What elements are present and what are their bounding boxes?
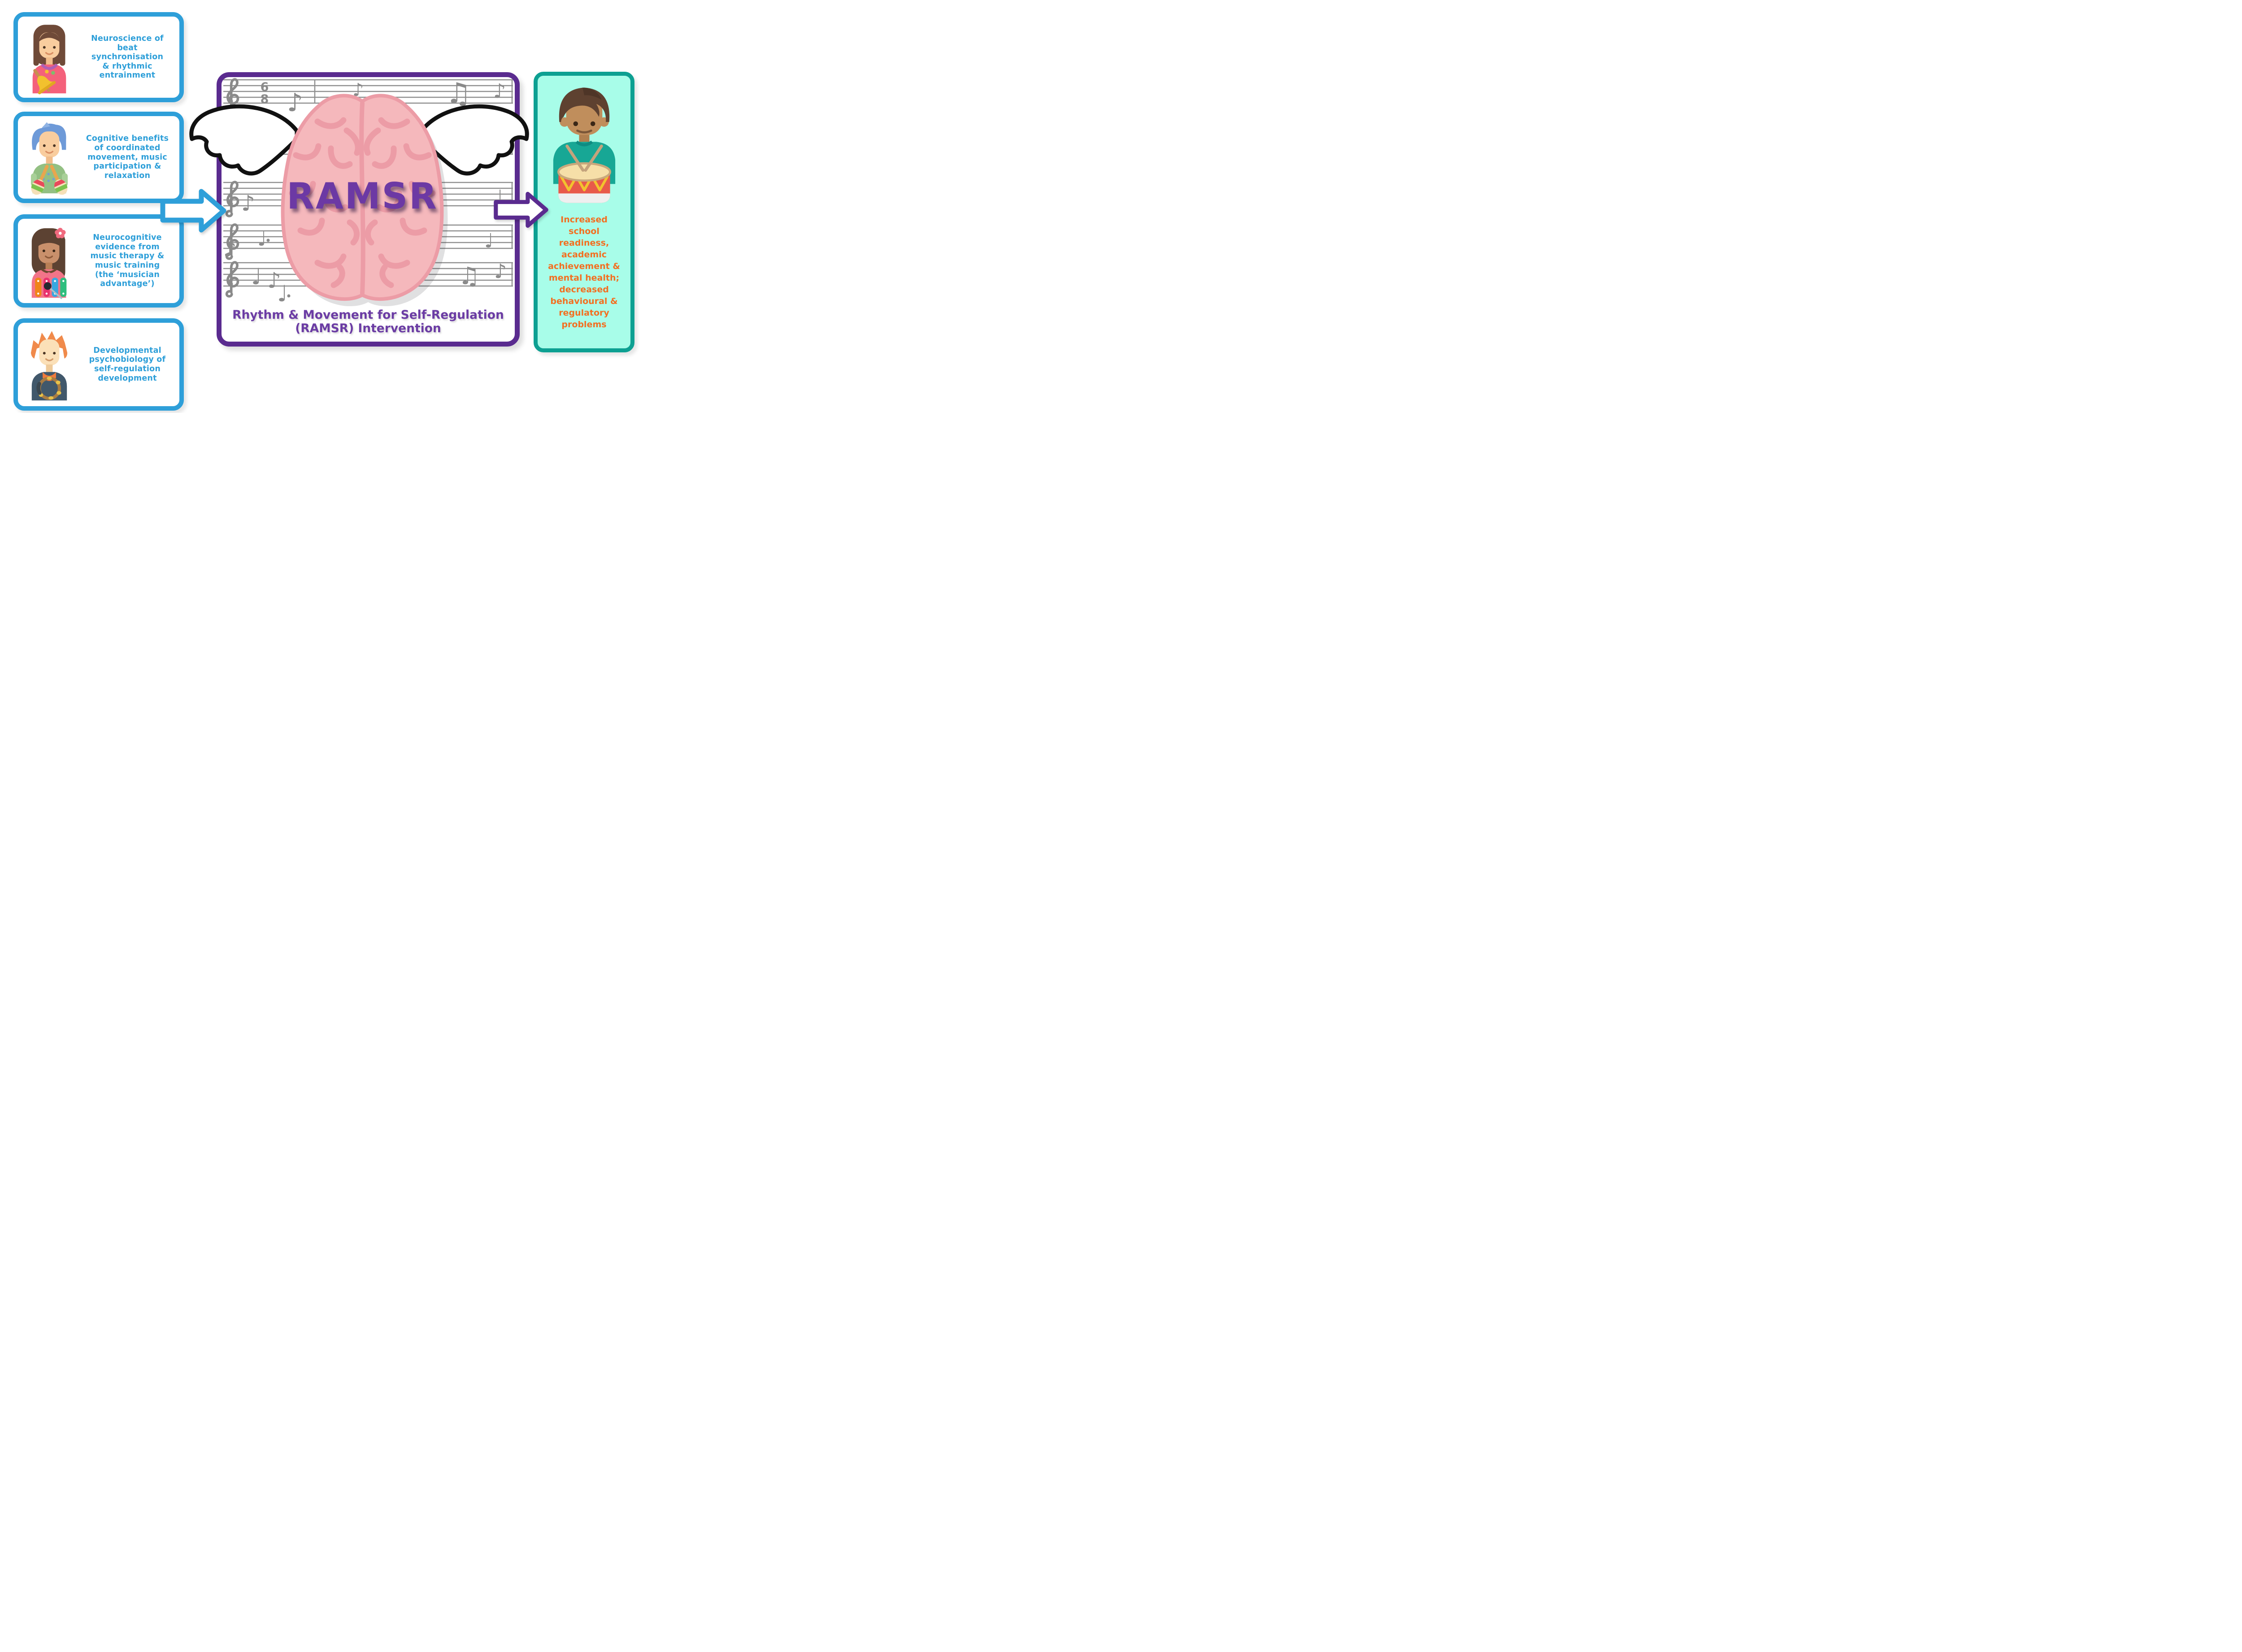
panel-label: Neurocognitive evidence from music thera…	[90, 233, 165, 289]
infographic-canvas: Neuroscience of beat synchronisation & r…	[0, 0, 640, 413]
girl-with-bell-avatar	[32, 24, 66, 94]
research-panel-neurocognitive-evidence: Neurocognitive evidence from music thera…	[13, 214, 184, 308]
research-panel-cognitive-benefits: Cognitive benefits of coordinated moveme…	[13, 112, 184, 203]
svg-text:♪: ♪	[493, 80, 506, 103]
blue-right-arrow-icon	[160, 189, 226, 233]
svg-text:♫: ♫	[446, 77, 471, 110]
ramsr-label: RAMSR	[287, 175, 438, 217]
time-signature-6: 6	[261, 80, 269, 94]
svg-text:♪: ♪	[223, 237, 236, 261]
research-panel-developmental-psychobiology: Developmental psychobiology of self-regu…	[13, 318, 184, 411]
research-panel-neuroscience: Neuroscience of beat synchronisation & r…	[13, 12, 184, 102]
svg-text:♫: ♫	[458, 262, 480, 290]
outcomes-panel: Increased school readiness, academic ach…	[534, 72, 634, 352]
svg-text:♩: ♩	[277, 281, 288, 307]
svg-text:♩: ♩	[251, 264, 262, 290]
svg-text:♩: ♩	[484, 230, 494, 252]
svg-text:♪: ♪	[238, 134, 250, 157]
svg-text:♩: ♩	[257, 228, 267, 251]
xylophone-icon	[35, 278, 67, 299]
time-signature-8: 8	[261, 92, 269, 106]
maraca-icon	[50, 165, 69, 195]
svg-text:♪: ♪	[494, 260, 507, 283]
svg-text:♪: ♪	[352, 80, 364, 100]
svg-text:♩: ♩	[487, 134, 497, 159]
drum-icon	[557, 144, 611, 203]
outcomes-text: Increased school readiness, academic ach…	[548, 215, 620, 330]
svg-text:♪: ♪	[267, 268, 281, 293]
boy-with-drum-avatar	[553, 87, 615, 203]
intervention-caption: Rhythm & Movement for Self-Regulation (R…	[232, 308, 504, 335]
flower-icon	[55, 228, 66, 238]
purple-right-arrow-icon	[494, 191, 548, 228]
boy-with-tambourine-avatar	[30, 331, 68, 401]
panel-label: Developmental psychobiology of self-regu…	[89, 346, 166, 383]
bell-icon	[33, 69, 56, 94]
tambourine-icon	[36, 377, 61, 400]
maraca-icon	[30, 165, 49, 195]
svg-text:♪: ♪	[241, 191, 255, 216]
panel-label: Cognitive benefits of coordinated moveme…	[86, 134, 169, 180]
panel-label: Neuroscience of beat synchronisation & r…	[91, 34, 164, 80]
svg-text:♪: ♪	[287, 88, 303, 117]
boy-with-maracas-avatar	[30, 122, 69, 195]
girl-with-xylophone-avatar	[31, 228, 67, 299]
